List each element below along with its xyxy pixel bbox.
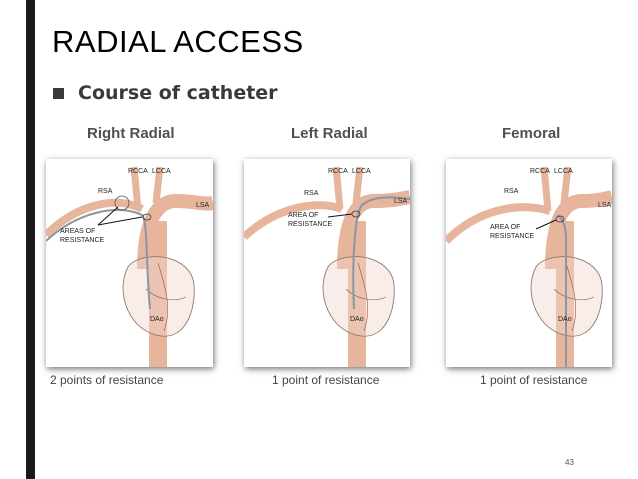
right-carotid-artery <box>130 166 142 210</box>
label-lsa: LSA <box>394 198 408 205</box>
label-dao: DAo <box>558 316 572 323</box>
label-resistance-line2: RESISTANCE <box>60 237 105 244</box>
catheter-path <box>46 209 151 310</box>
arrow <box>535 219 557 230</box>
aortic-arch <box>545 190 612 270</box>
page-number: 43 <box>565 458 574 467</box>
label-rsa: RSA <box>98 188 113 195</box>
label-lcca: LCCA <box>352 168 371 175</box>
caption-left-radial: 1 point of resistance <box>272 373 380 387</box>
left-carotid-artery <box>152 166 164 204</box>
right-carotid-artery <box>332 166 344 210</box>
panel-title-left-radial: Left Radial <box>291 125 368 142</box>
label-resistance-line2: RESISTANCE <box>490 233 535 240</box>
right-subclavian-artery <box>46 198 144 238</box>
resistance-marker <box>555 215 565 223</box>
bullet-square-icon <box>53 87 64 99</box>
bullet-text: Course of catheter <box>78 82 278 104</box>
label-lcca: LCCA <box>152 168 171 175</box>
bullet-item: Course of catheter <box>53 82 278 104</box>
left-carotid-artery <box>352 166 364 204</box>
arrow <box>327 213 353 218</box>
label-resistance-line2: RESISTANCE <box>288 221 333 228</box>
panel-right-radial: RCCA LCCA RSA LSA AREAS OF RESISTANCE DA… <box>46 159 213 367</box>
arrow-1 <box>97 206 119 226</box>
left-radial-diagram: RCCA LCCA RSA LSA AREA OF RESISTANCE DAo <box>244 166 410 367</box>
right-subclavian-artery <box>244 201 344 240</box>
label-rsa: RSA <box>304 190 319 197</box>
femoral-diagram: RCCA LCCA RSA LSA AREA OF RESISTANCE DAo <box>446 166 612 367</box>
catheter-path <box>352 196 410 310</box>
label-lsa: LSA <box>196 202 210 209</box>
right-radial-diagram: RCCA LCCA RSA LSA AREAS OF RESISTANCE DA… <box>46 166 213 367</box>
heart <box>122 256 195 337</box>
panel-title-right-radial: Right Radial <box>87 125 175 142</box>
label-resistance-line1: AREA OF <box>490 224 520 231</box>
label-rcca: RCCA <box>530 168 550 175</box>
left-carotid-artery <box>560 166 572 204</box>
label-resistance-line1: AREAS OF <box>60 228 95 235</box>
label-rcca: RCCA <box>128 168 148 175</box>
slide-title: RADIAL ACCESS <box>52 24 304 59</box>
heart <box>322 256 395 337</box>
panel-left-radial: RCCA LCCA RSA LSA AREA OF RESISTANCE DAo <box>244 159 410 367</box>
caption-right-radial: 2 points of resistance <box>50 373 164 387</box>
coronary-vessels <box>345 262 387 332</box>
aortic-arch <box>337 190 410 270</box>
label-lsa: LSA <box>598 202 612 209</box>
descending-aorta <box>348 221 366 367</box>
left-accent-bar <box>26 0 35 479</box>
arrow-2 <box>97 216 143 226</box>
panel-title-femoral: Femoral <box>502 125 561 142</box>
coronary-vessels <box>553 262 595 332</box>
label-dao: DAo <box>350 316 364 323</box>
catheter-course-figure: Right Radial RCCA LCCA RSA LSA <box>44 115 612 395</box>
right-subclavian-artery <box>446 203 552 244</box>
caption-femoral: 1 point of resistance <box>480 373 588 387</box>
label-resistance-line1: AREA OF <box>288 212 318 219</box>
label-rsa: RSA <box>504 188 519 195</box>
right-carotid-artery <box>540 166 552 212</box>
label-dao: DAo <box>150 316 164 323</box>
panel-femoral: RCCA LCCA RSA LSA AREA OF RESISTANCE DAo <box>446 159 612 367</box>
label-rcca: RCCA <box>328 168 348 175</box>
resistance-marker-1 <box>114 195 130 211</box>
resistance-marker-2 <box>142 213 152 221</box>
descending-aorta <box>149 221 167 367</box>
label-lcca: LCCA <box>554 168 573 175</box>
